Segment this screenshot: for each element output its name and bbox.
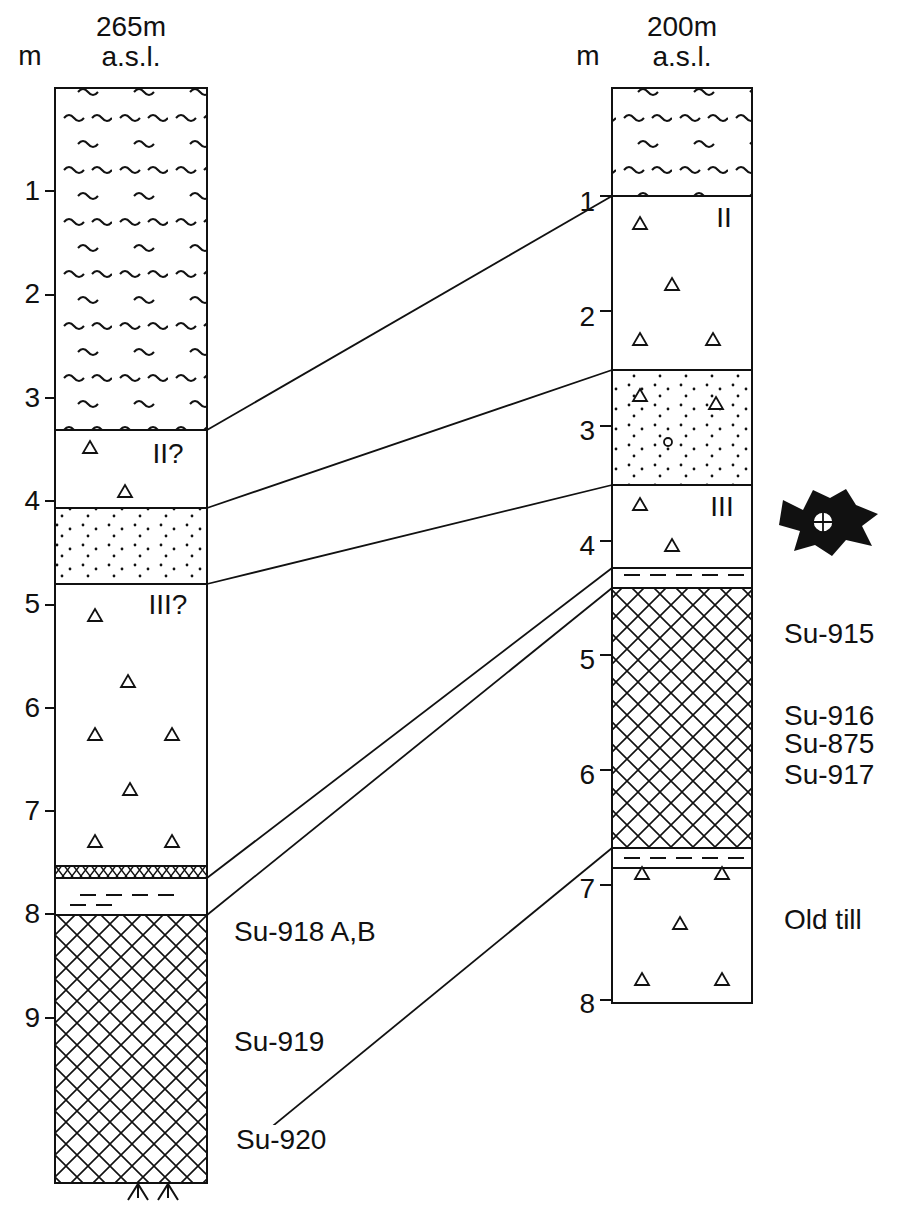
depth-number: 3 — [22, 383, 42, 413]
sample-code: Su-919 — [232, 1027, 326, 1057]
elevation-label: 265m a.s.l. — [84, 12, 178, 72]
depth-number: 5 — [577, 645, 597, 675]
depth-unit: m — [16, 41, 43, 71]
sample-code: Su-915 — [782, 619, 876, 649]
depth-number: 6 — [577, 760, 597, 790]
depth-number: 2 — [22, 279, 42, 309]
depth-number: 2 — [577, 302, 597, 332]
depth-number: 8 — [577, 989, 597, 1019]
layer-label: Old till — [782, 905, 864, 935]
sample-code: Su-875 — [782, 729, 876, 759]
depth-number: 5 — [22, 589, 42, 619]
unit-number: II? — [150, 439, 185, 469]
depth-number: 1 — [577, 187, 597, 217]
sample-code: Su-918 A,B — [232, 917, 378, 947]
sample-code: Su-916 — [782, 701, 876, 731]
depth-number: 1 — [22, 176, 42, 206]
depth-number: 4 — [577, 531, 597, 561]
sample-code: Su-920 — [234, 1125, 328, 1155]
depth-number: 8 — [22, 899, 42, 929]
depth-number: 4 — [22, 486, 42, 516]
sample-code: Su-917 — [782, 760, 876, 790]
unit-number: III? — [147, 590, 190, 620]
unit-number: III — [708, 492, 735, 522]
depth-number: 7 — [22, 796, 42, 826]
depth-number: 9 — [22, 1003, 42, 1033]
depth-number: 6 — [22, 693, 42, 723]
depth-number: 7 — [577, 874, 597, 904]
depth-number: 3 — [577, 416, 597, 446]
depth-unit: m — [574, 41, 601, 71]
elevation-label: 200m a.s.l. — [635, 12, 729, 72]
unit-number: II — [714, 203, 734, 233]
